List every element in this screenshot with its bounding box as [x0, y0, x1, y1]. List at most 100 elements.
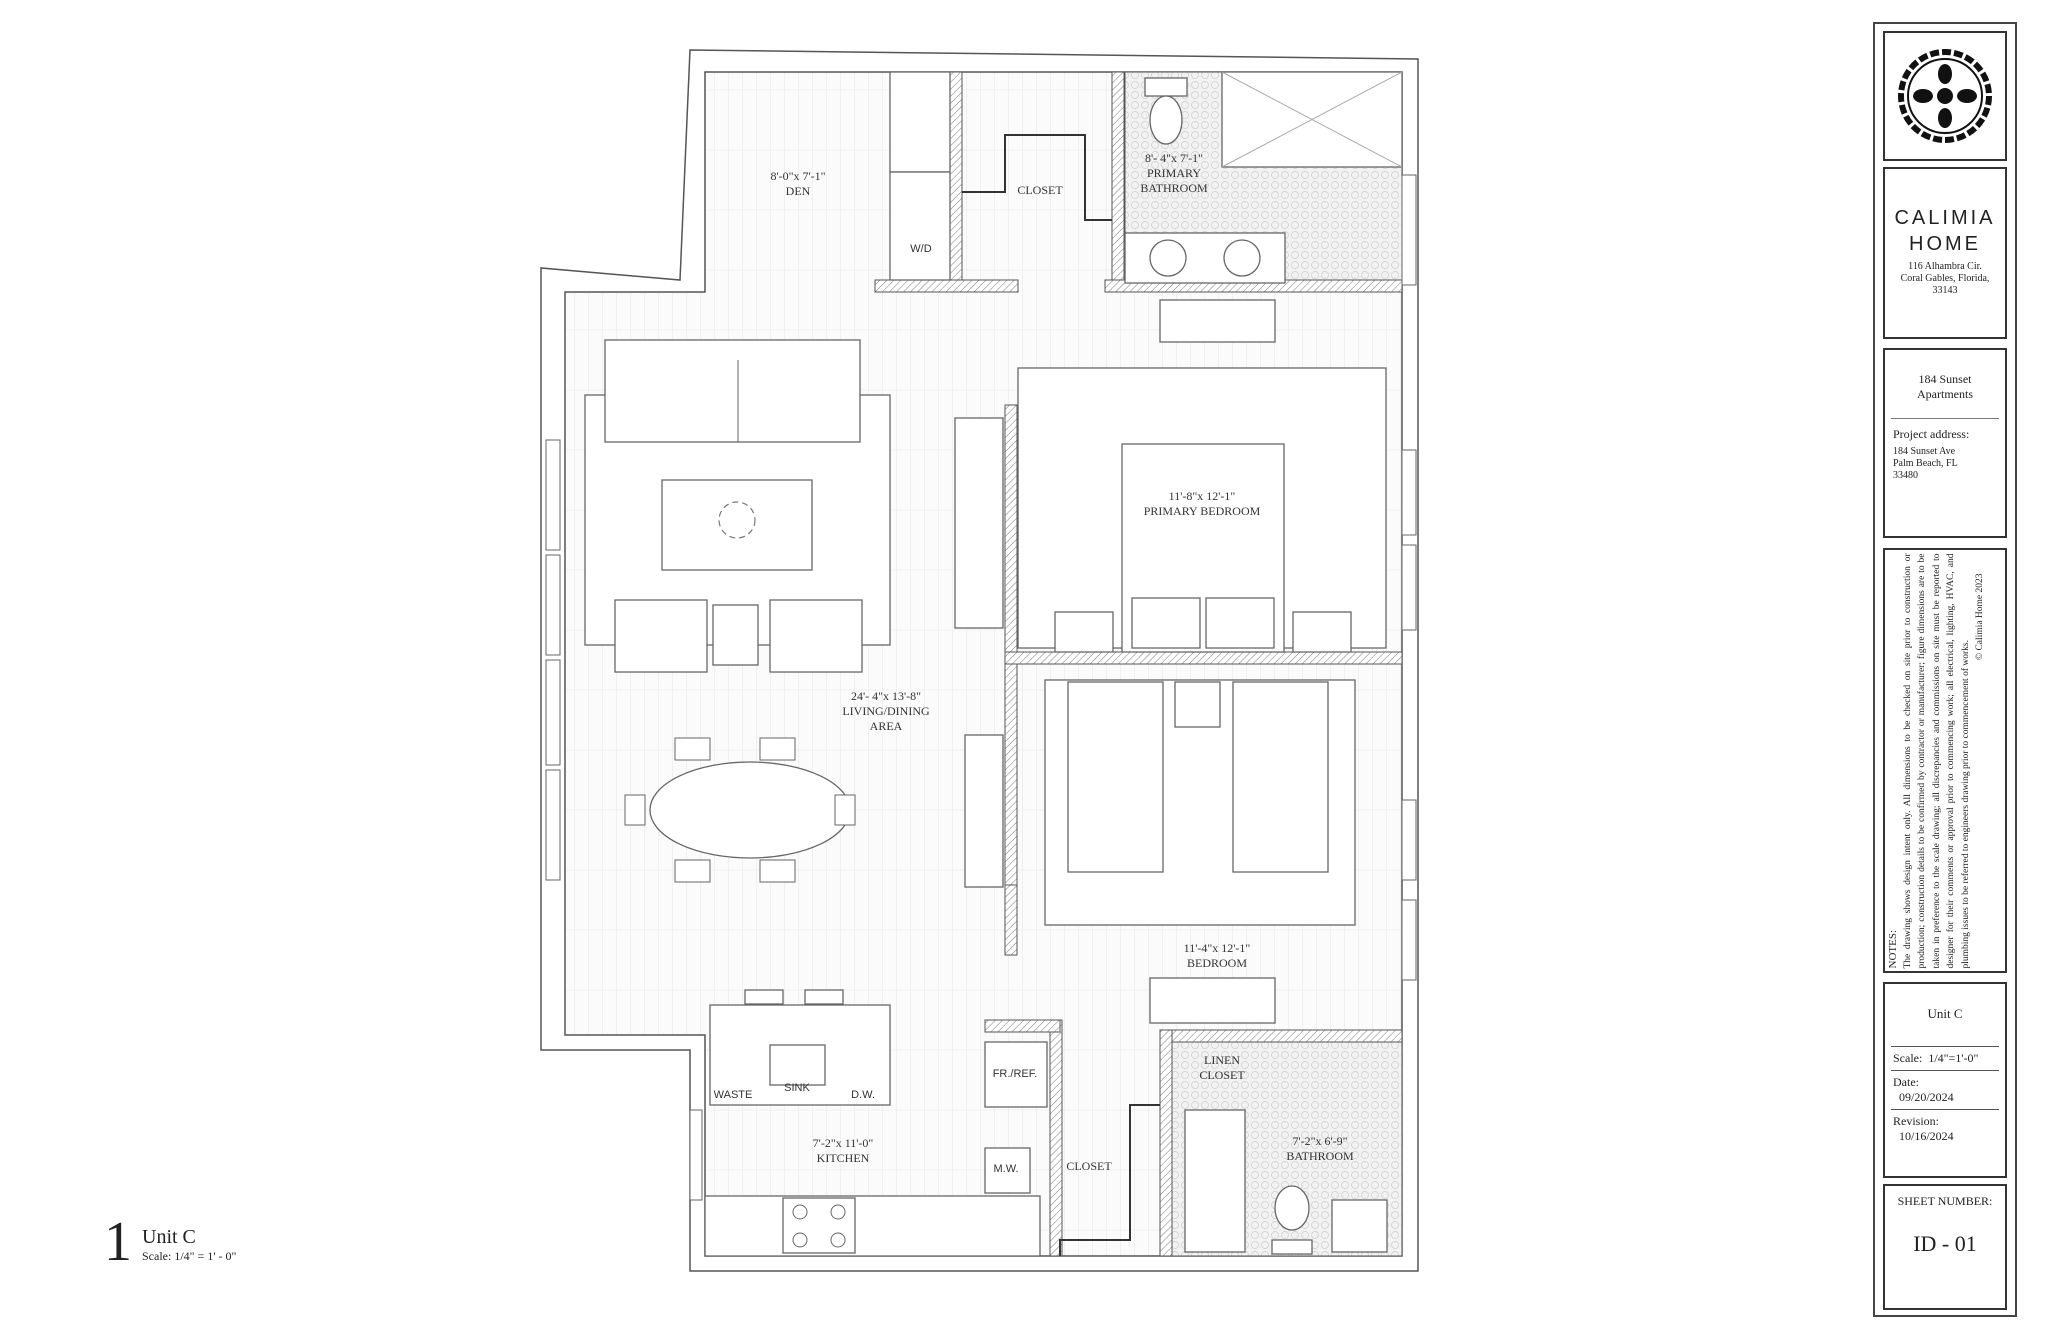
- plan-line: [545, 769, 561, 881]
- plan-line: [1913, 89, 1933, 103]
- vanity: [1331, 1199, 1388, 1253]
- logo-box: [1883, 31, 2007, 161]
- wall: [1111, 71, 1125, 288]
- wall: [1004, 651, 1403, 665]
- sink: [769, 1044, 826, 1086]
- wall: [1159, 1029, 1173, 1257]
- closet-outline: [1059, 1104, 1160, 1256]
- sheet-box: SHEET NUMBER: ID - 01: [1883, 1184, 2007, 1310]
- company-address: 116 Alhambra Cir.: [1908, 261, 1982, 272]
- sheet-number: ID - 01: [1913, 1231, 1977, 1256]
- plan-line: [624, 794, 646, 826]
- wd-label: W/D: [910, 243, 931, 255]
- toilet-tank: [1144, 77, 1188, 97]
- project-name: Apartments: [1917, 387, 1973, 401]
- sheet-number-label: SHEET NUMBER:: [1897, 1194, 1993, 1208]
- plan-line: [674, 737, 711, 761]
- console: [964, 734, 1004, 888]
- fridge-label: FR./REF.: [993, 1068, 1038, 1080]
- nightstand: [1054, 611, 1114, 653]
- kitchen-dim: 7'-2"x 11'-0": [813, 1136, 874, 1150]
- drawing-scale: Scale: 1/4" = 1' - 0": [142, 1249, 237, 1263]
- dresser: [1149, 977, 1276, 1024]
- microwave: [984, 1147, 1031, 1194]
- primary-bath-label: PRIMARY: [1147, 166, 1201, 180]
- linen-closet-label: CLOSET: [1199, 1068, 1245, 1082]
- project-address: Palm Beach, FL: [1893, 458, 1958, 469]
- wall: [949, 71, 963, 288]
- company-address: Coral Gables, Florida,: [1900, 273, 1990, 284]
- living-label: AREA: [870, 719, 903, 733]
- plan-line: [792, 1204, 808, 1220]
- plan-line: [1221, 71, 1403, 168]
- plan-line: [545, 659, 561, 766]
- twin-bed: [1067, 681, 1164, 873]
- project-box: 184 Sunset Apartments Project address: 1…: [1883, 348, 2007, 538]
- plan-line: [792, 1204, 846, 1248]
- coffee-table: [661, 479, 813, 571]
- kitchen-label: KITCHEN: [817, 1151, 870, 1165]
- toilet: [1274, 1185, 1310, 1231]
- plan-line: [1401, 899, 1417, 981]
- toilet-tank: [1271, 1239, 1313, 1255]
- primary-bath-label: BATHROOM: [1140, 181, 1208, 195]
- wall: [1049, 1019, 1063, 1257]
- title-block: CALIMIA HOME 116 Alhambra Cir. Coral Gab…: [1873, 22, 2017, 1317]
- dining-table: [649, 761, 851, 859]
- unit-box: Unit C Scale: 1/4"=1'-0" Date:09/20/2024…: [1883, 982, 2007, 1178]
- side-table: [712, 604, 759, 666]
- wall: [874, 279, 1019, 293]
- plan-line: [830, 1204, 846, 1220]
- range: [782, 1197, 856, 1254]
- sink-basin: [1223, 239, 1261, 277]
- washer-dryer: [889, 171, 951, 281]
- company-logo-icon: [1898, 49, 1992, 143]
- bar-stool: [804, 989, 844, 1005]
- unit-name: Unit C: [1927, 1006, 1963, 1021]
- plan-line: [1957, 89, 1977, 103]
- dining-chairs: [624, 737, 856, 883]
- plan-line: [830, 1232, 846, 1248]
- project-name: 184 Sunset: [1918, 372, 1972, 386]
- plan-line: [1937, 88, 1953, 104]
- plan-line: [759, 859, 796, 883]
- plan-line: [674, 859, 711, 883]
- linen-closet-label: LINEN: [1204, 1053, 1240, 1067]
- bar-stool: [744, 989, 784, 1005]
- plan-line: [759, 737, 796, 761]
- scale-value: 1/4"=1'-0": [1928, 1051, 1979, 1065]
- armchair: [769, 599, 863, 673]
- wardrobe: [889, 71, 951, 173]
- notes-heading: NOTES:: [1887, 929, 1899, 969]
- toilet: [1149, 95, 1183, 145]
- sofa: [604, 339, 861, 443]
- plan-line: [718, 501, 756, 539]
- plan-line: [689, 1109, 703, 1201]
- primary-bath-dim: 8'- 4"x 7'-1": [1145, 151, 1203, 165]
- bedroom-label: BEDROOM: [1187, 956, 1247, 970]
- drawing-number: 1: [104, 1211, 132, 1273]
- closet-label: CLOSET: [1066, 1159, 1112, 1173]
- drawing-title: Unit C: [142, 1226, 196, 1248]
- plan-line: [792, 1232, 808, 1248]
- bench: [1159, 299, 1276, 343]
- date-label: Date:: [1893, 1075, 1919, 1089]
- plan-line: [1401, 449, 1417, 536]
- kitchen-counter: [704, 1195, 1041, 1257]
- den-label: DEN: [786, 184, 811, 198]
- wall: [1159, 1029, 1403, 1043]
- living-dim: 24'- 4"x 13'-8": [851, 689, 921, 703]
- project-address: 184 Sunset Ave: [1893, 446, 1956, 457]
- project-address-label: Project address:: [1893, 427, 1970, 441]
- dw-label: D.W.: [851, 1089, 875, 1101]
- primary-bed-dim: 11'-8"x 12'-1": [1169, 489, 1236, 503]
- notes-box: NOTES: The drawing shows design intent o…: [1883, 548, 2007, 973]
- bathtub: [1184, 1109, 1246, 1253]
- fridge: [984, 1041, 1048, 1108]
- den-dim: 8'-0"x 7'-1": [770, 169, 825, 183]
- plan-line: [545, 439, 561, 551]
- plan-line: [834, 794, 856, 826]
- media-console: [954, 417, 1004, 629]
- bedroom-dim: 11'-4"x 12'-1": [1184, 941, 1251, 955]
